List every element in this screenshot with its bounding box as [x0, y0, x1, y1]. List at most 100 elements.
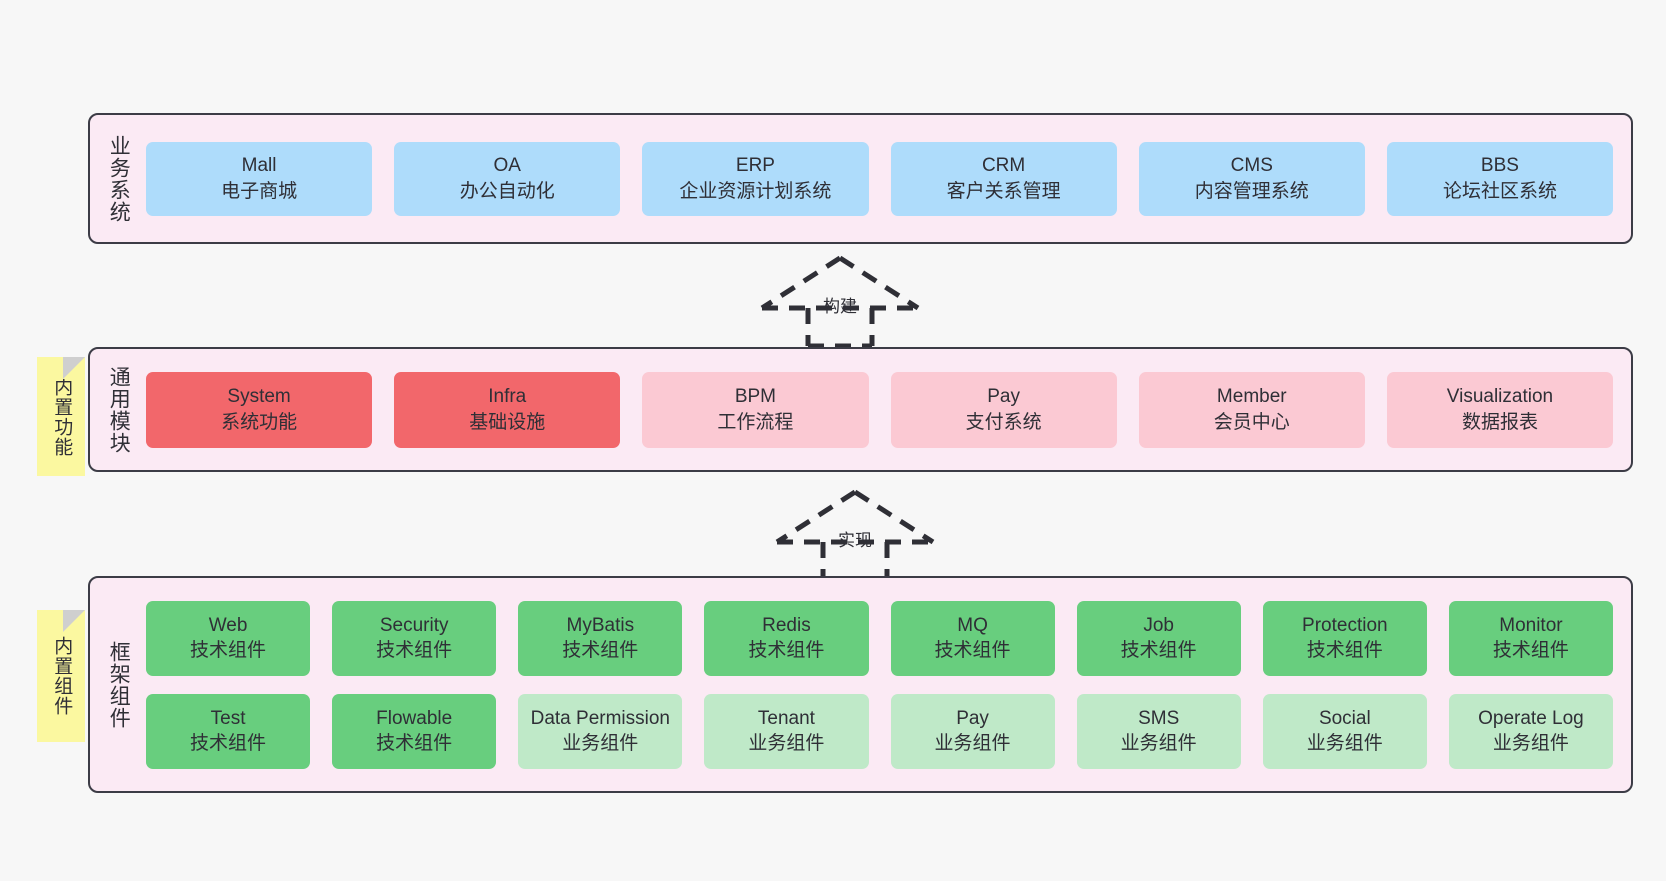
layer-row: Test 技术组件 Flowable 技术组件 Data Permission … — [146, 693, 1613, 769]
module-en-label: SMS — [1138, 707, 1180, 729]
module-box-system[interactable]: System 系统功能 — [146, 371, 373, 448]
module-box-oa[interactable]: OA 办公自动化 — [394, 141, 621, 216]
module-en-label: Member — [1216, 386, 1287, 408]
module-box-visualization[interactable]: Visualization 数据报表 — [1386, 371, 1614, 448]
module-box-test[interactable]: Test 技术组件 — [146, 693, 311, 769]
module-box-crm[interactable]: CRM 客户关系管理 — [890, 141, 1117, 216]
layer-label-common-module: 通用模块 — [107, 365, 131, 454]
layer-label-business-system: 业务系统 — [107, 134, 131, 223]
module-box-member[interactable]: Member 会员中心 — [1138, 371, 1365, 448]
sticky-note-builtin-components: 内置组件 — [37, 610, 85, 742]
module-cn-label: 技术组件 — [1120, 640, 1197, 661]
module-box-redis[interactable]: Redis 技术组件 — [704, 600, 869, 676]
module-en-label: Data Permission — [530, 707, 670, 729]
module-box-data-permission[interactable]: Data Permission 业务组件 — [518, 693, 683, 769]
arrowhead-left-edge — [775, 489, 857, 545]
module-box-pay[interactable]: Pay 支付系统 — [890, 371, 1117, 448]
module-cn-label: 办公自动化 — [459, 180, 555, 202]
module-box-infra[interactable]: Infra 基础设施 — [394, 371, 621, 448]
module-box-cms[interactable]: CMS 内容管理系统 — [1138, 141, 1365, 216]
module-en-label: Test — [210, 707, 246, 729]
module-en-label: Web — [208, 614, 248, 636]
module-cn-label: 技术组件 — [190, 733, 267, 754]
module-box-erp[interactable]: ERP 企业资源计划系统 — [642, 141, 869, 216]
module-box-mall[interactable]: Mall 电子商城 — [146, 141, 373, 216]
module-box-bbs[interactable]: BBS 论坛社区系统 — [1386, 141, 1614, 216]
layer-row: Web 技术组件 Security 技术组件 MyBatis 技术组件 Redi… — [146, 600, 1613, 676]
module-cn-label: 技术组件 — [934, 640, 1011, 661]
module-box-bpm[interactable]: BPM 工作流程 — [642, 371, 869, 448]
module-box-job[interactable]: Job 技术组件 — [1076, 600, 1241, 676]
module-box-mq[interactable]: MQ 技术组件 — [890, 600, 1055, 676]
module-en-label: Security — [379, 614, 449, 636]
module-cn-label: 企业资源计划系统 — [679, 180, 832, 202]
layer-body-business-system: Mall 电子商城 OA 办公自动化 ERP 企业资源计划系统 CRM 客户关系… — [146, 115, 1631, 242]
module-cn-label: 业务组件 — [562, 733, 639, 754]
layer-label-framework-component: 框架组件 — [107, 640, 131, 729]
module-en-label: Redis — [762, 614, 811, 636]
module-box-sms[interactable]: SMS 业务组件 — [1076, 693, 1241, 769]
module-cn-label: 技术组件 — [562, 640, 639, 661]
module-en-label: OA — [493, 155, 521, 177]
sticky-note-label: 内置组件 — [51, 636, 73, 716]
module-cn-label: 技术组件 — [1492, 640, 1569, 661]
module-en-label: Pay — [956, 707, 989, 729]
module-cn-label: 工作流程 — [717, 411, 794, 433]
arrowhead-left-edge — [760, 255, 842, 311]
layer-body-common-module: System 系统功能 Infra 基础设施 BPM 工作流程 Pay 支付系统… — [146, 349, 1631, 470]
module-cn-label: 技术组件 — [190, 640, 267, 661]
module-cn-label: 业务组件 — [1306, 733, 1383, 754]
layer-row: Mall 电子商城 OA 办公自动化 ERP 企业资源计划系统 CRM 客户关系… — [146, 141, 1614, 216]
module-cn-label: 数据报表 — [1461, 411, 1538, 433]
module-cn-label: 技术组件 — [376, 640, 453, 661]
layer-framework-component: 框架组件 Web 技术组件 Security 技术组件 MyBatis 技术组件… — [88, 576, 1633, 793]
module-en-label: Infra — [488, 386, 527, 408]
arrowhead-right-edge — [838, 255, 920, 311]
module-box-web[interactable]: Web 技术组件 — [146, 600, 311, 676]
module-en-label: MQ — [957, 614, 988, 636]
module-box-tenant[interactable]: Tenant 业务组件 — [704, 693, 869, 769]
module-en-label: ERP — [735, 155, 775, 177]
layer-common-module: 通用模块 System 系统功能 Infra 基础设施 BPM 工作流程 Pay… — [88, 347, 1633, 472]
module-cn-label: 技术组件 — [376, 733, 453, 754]
module-cn-label: 技术组件 — [1306, 640, 1383, 661]
sticky-note-builtin-features: 内置功能 — [37, 357, 85, 476]
module-cn-label: 系统功能 — [221, 411, 298, 433]
module-cn-label: 会员中心 — [1213, 411, 1290, 433]
layer-row: System 系统功能 Infra 基础设施 BPM 工作流程 Pay 支付系统… — [146, 371, 1614, 448]
arrowhead-right-edge — [853, 489, 935, 545]
module-box-flowable[interactable]: Flowable 技术组件 — [332, 693, 497, 769]
sticky-note-label: 内置功能 — [51, 376, 73, 457]
layer-body-framework-component: Web 技术组件 Security 技术组件 MyBatis 技术组件 Redi… — [146, 578, 1631, 791]
module-cn-label: 客户关系管理 — [946, 180, 1061, 202]
module-box-protection[interactable]: Protection 技术组件 — [1262, 600, 1427, 676]
module-cn-label: 支付系统 — [965, 411, 1042, 433]
module-box-social[interactable]: Social 业务组件 — [1262, 693, 1427, 769]
module-cn-label: 基础设施 — [469, 411, 546, 433]
module-cn-label: 业务组件 — [934, 733, 1011, 754]
module-en-label: Job — [1143, 614, 1174, 636]
module-cn-label: 技术组件 — [748, 640, 825, 661]
module-cn-label: 业务组件 — [1120, 733, 1197, 754]
module-en-label: Flowable — [376, 707, 453, 729]
module-box-monitor[interactable]: Monitor 技术组件 — [1448, 600, 1613, 676]
module-cn-label: 业务组件 — [748, 733, 825, 754]
module-box-operate-log[interactable]: Operate Log 业务组件 — [1448, 693, 1613, 769]
module-en-label: System — [227, 386, 291, 408]
module-en-label: Operate Log — [1478, 707, 1584, 729]
module-cn-label: 电子商城 — [221, 180, 298, 202]
module-box-mybatis[interactable]: MyBatis 技术组件 — [518, 600, 683, 676]
connector-implement-arrow: 实现 — [775, 489, 935, 583]
module-en-label: Pay — [987, 386, 1020, 408]
module-en-label: Mall — [241, 155, 277, 177]
module-en-label: CMS — [1230, 155, 1273, 177]
module-cn-label: 论坛社区系统 — [1442, 180, 1557, 202]
connector-build-arrow: 构建 — [760, 255, 920, 349]
module-en-label: Protection — [1302, 614, 1388, 636]
module-en-label: CRM — [981, 155, 1026, 177]
module-en-label: Tenant — [757, 707, 815, 729]
module-box-security[interactable]: Security 技术组件 — [332, 600, 497, 676]
module-box-pay-business[interactable]: Pay 业务组件 — [890, 693, 1055, 769]
layer-business-system: 业务系统 Mall 电子商城 OA 办公自动化 ERP 企业资源计划系统 CRM… — [88, 113, 1633, 244]
